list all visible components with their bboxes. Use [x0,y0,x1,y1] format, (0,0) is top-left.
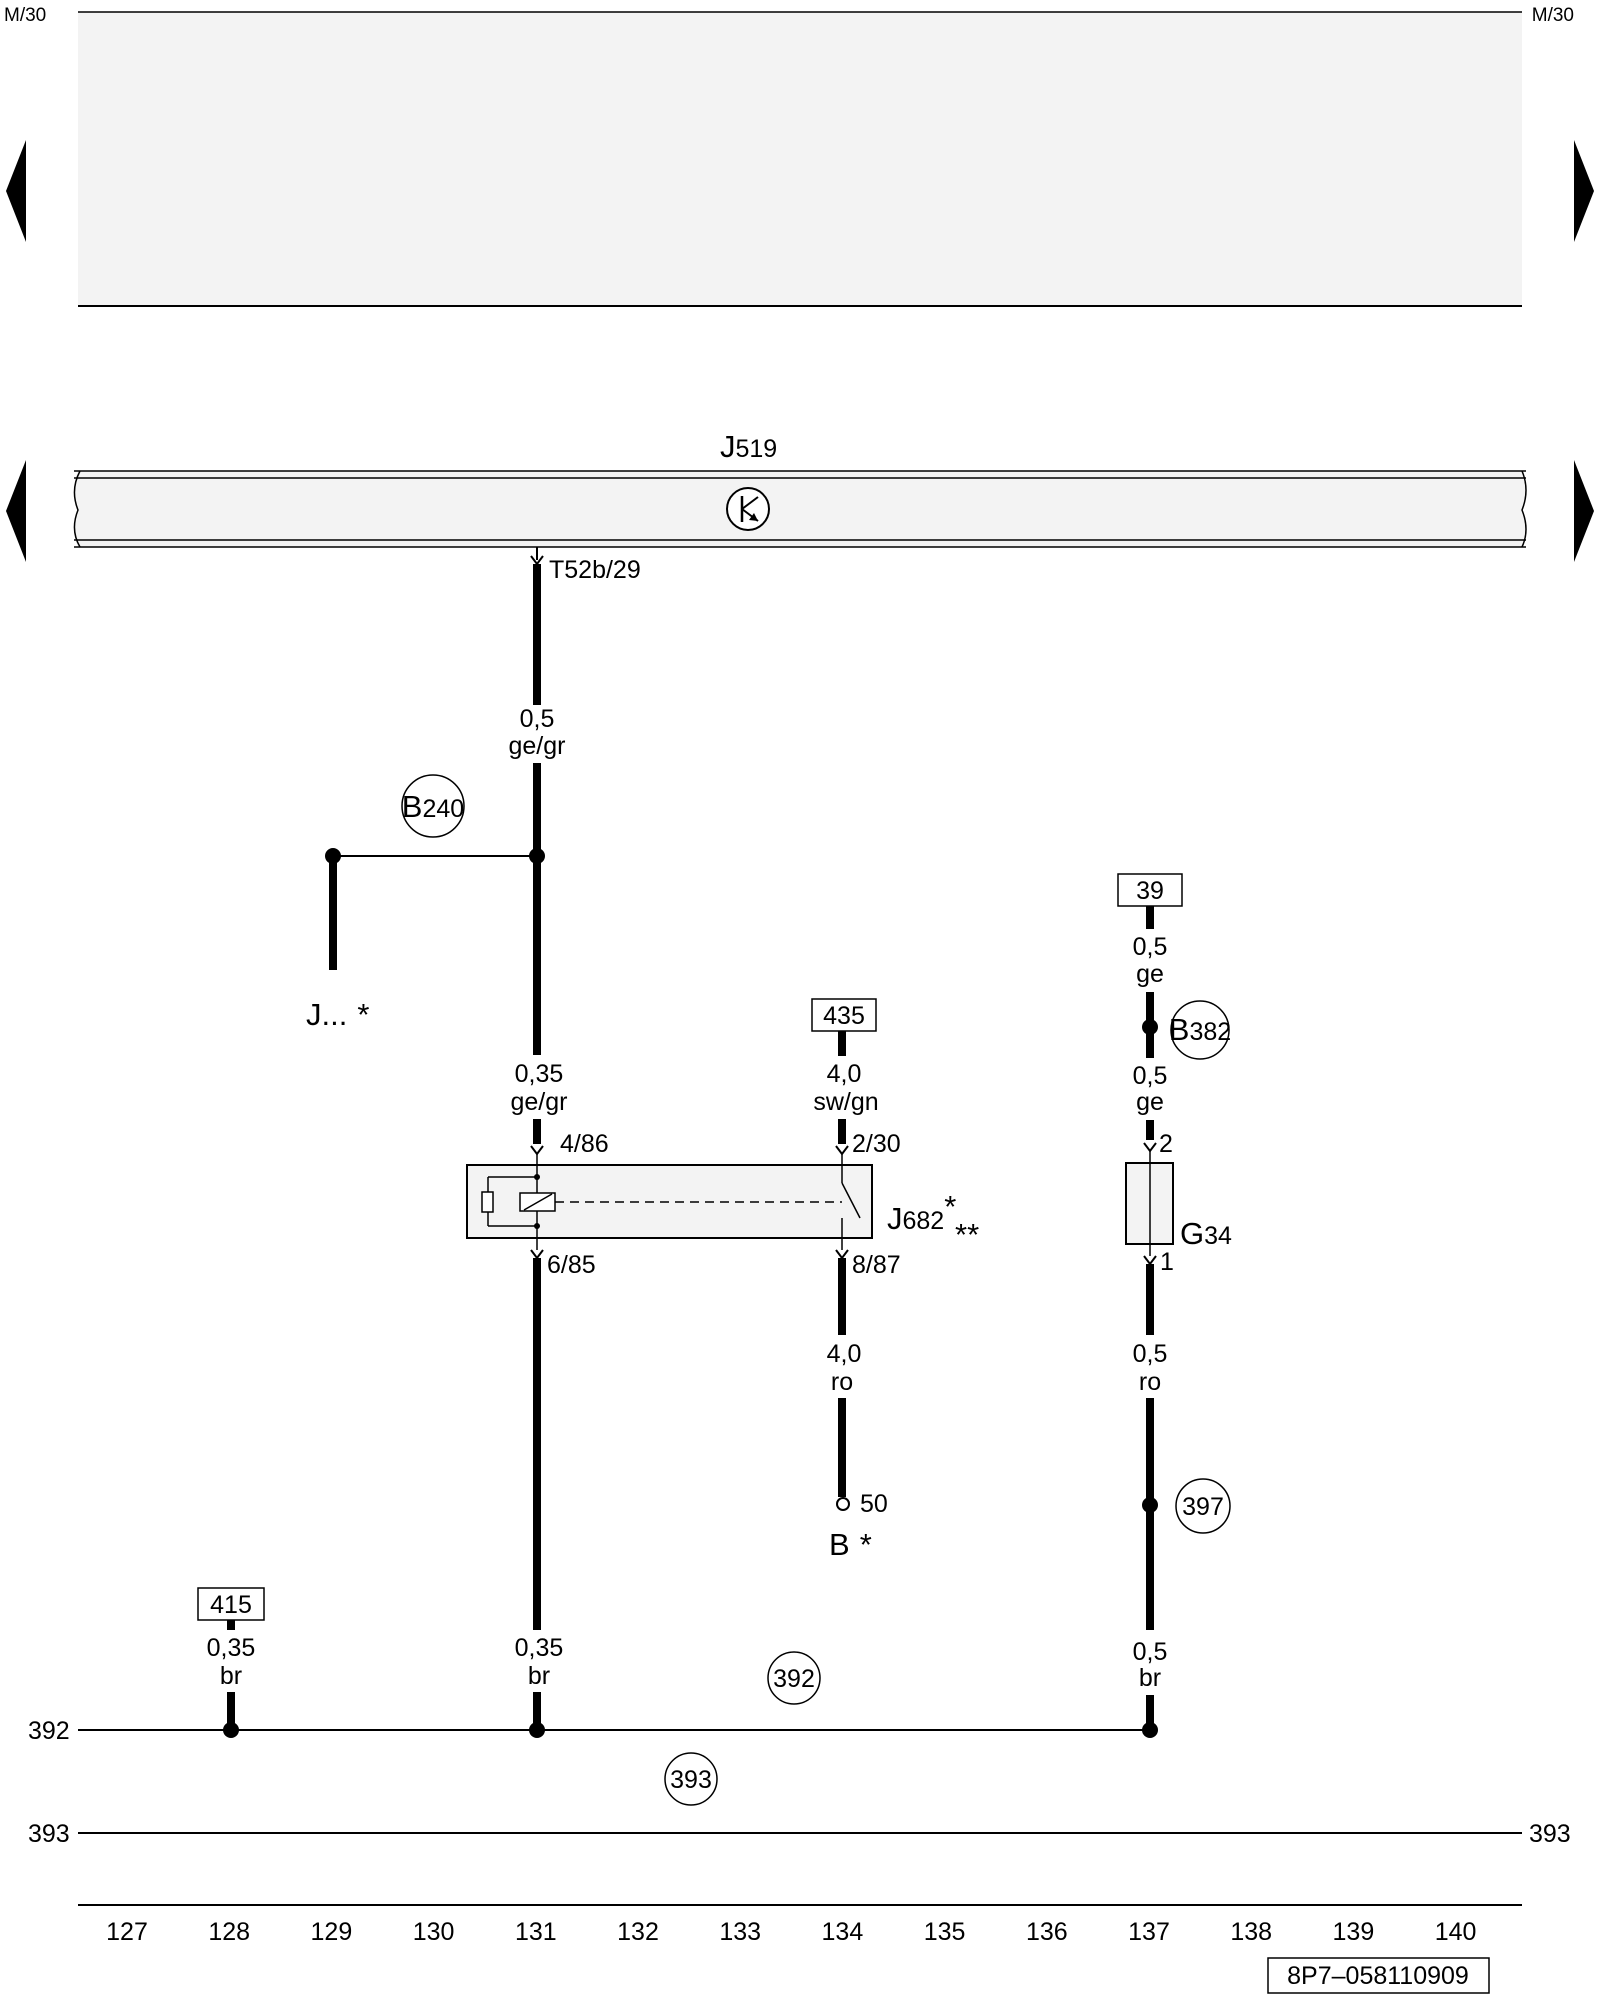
scale-number: 133 [719,1918,761,1946]
relay-j682-stars2: ** [955,1217,979,1252]
scale-number: 134 [822,1918,864,1946]
scale-number: 138 [1230,1918,1272,1946]
junction-dot [1142,1019,1158,1035]
connector-arrow-icon [1143,1255,1157,1266]
wire-size-label: 4,0 [827,1340,862,1368]
relay-pin-87-label: 8/87 [852,1251,901,1279]
sensor-g34-label: G34 [1180,1216,1232,1251]
sensor-pin-2-label: 2 [1159,1130,1173,1158]
ground-line-393-label-right: 393 [1529,1820,1571,1848]
relay-pin-85-label: 6/85 [547,1251,596,1279]
j-other-label: J...* [306,997,369,1032]
junction-dot [1142,1497,1158,1513]
connector-392-label: 392 [773,1665,815,1693]
wire-size-label: 0,5 [1133,1062,1168,1090]
connector-393-circle [664,1752,718,1806]
transistor-icon [726,487,770,531]
next-page-arrow-icon-lower[interactable] [1574,460,1594,562]
connector-arrow-icon [530,1249,544,1260]
terminal-50-icon [836,1497,850,1511]
scale-number: 127 [106,1918,148,1946]
wire-color-label: ro [831,1368,853,1396]
wire-color-label: br [528,1662,550,1690]
scale-number: 131 [515,1918,557,1946]
wire-color-label: ro [1139,1368,1161,1396]
wire-color-label: br [1139,1664,1161,1692]
resistor-icon [481,1191,494,1213]
relay-internals [481,1154,861,1250]
scale-numbers: 127 128 129 130 131 132 133 134 135 136 137 138 139 1… [106,1918,1476,1946]
previous-page-arrow-icon-lower[interactable] [6,460,26,562]
scale-number: 140 [1435,1918,1477,1946]
control-unit-label: J519 [720,429,777,464]
wire-color-label: ge/gr [509,732,566,760]
terminal-50-label: 50 [860,1490,888,1518]
corner-label-right: M/30 [1532,5,1574,26]
wire-size-label: 4,0 [827,1060,862,1088]
top-shaded-area [78,12,1522,306]
connector-arrow-icon [1143,1142,1157,1153]
reference-39-label: 39 [1136,877,1164,905]
scale-number: 136 [1026,1918,1068,1946]
control-unit-bar [74,471,1526,547]
scale-number: 137 [1128,1918,1170,1946]
wire-size-label: 0,5 [1133,1340,1168,1368]
connector-392-circle [767,1651,821,1705]
reference-box-435[interactable] [811,998,877,1032]
wire-size-label: 0,35 [515,1634,564,1662]
control-unit-right-break [1521,470,1527,548]
b-terminal-label: B* [829,1527,872,1562]
relay-pin-30-label: 2/30 [852,1130,901,1158]
connector-b240-circle [401,774,465,838]
drawing-number-box [1267,1957,1490,1994]
wire-size-label: 0,35 [515,1060,564,1088]
reference-435-label: 435 [823,1002,865,1030]
junction-dot [529,848,545,864]
wire-size-label: 0,5 [1133,1638,1168,1666]
connector-397-circle [1175,1478,1231,1534]
reference-box-39[interactable] [1117,873,1183,907]
scale-number: 128 [208,1918,250,1946]
wire-color-label: ge/gr [511,1088,568,1116]
ground-line-393-label-left: 393 [28,1820,70,1848]
connector-arrow-icon [530,1145,544,1156]
wire-color-label: br [220,1662,242,1690]
wire-size-label: 0,35 [207,1634,256,1662]
sensor-pin-1-label: 1 [1160,1248,1174,1276]
scale-number: 132 [617,1918,659,1946]
connector-393-label: 393 [670,1766,712,1794]
corner-label-left: M/30 [4,5,46,26]
connector-arrow-icon [835,1145,849,1156]
drawing-number: 8P7–058110909 [1287,1962,1469,1990]
connector-b382-circle [1170,1000,1230,1060]
wire-color-label: sw/gn [813,1088,878,1116]
scale-number: 130 [413,1918,455,1946]
relay-switch-icon [841,1182,861,1219]
wire-color-label: ge [1136,960,1164,988]
wire-color-label: ge [1136,1088,1164,1116]
connector-397-label: 397 [1182,1493,1224,1521]
connector-b240-label: B240 [402,789,464,824]
wire-size-label: 0,5 [520,705,555,733]
relay-pin-86-label: 4/86 [560,1130,609,1158]
connector-label-t52b: T52b/29 [549,556,641,584]
reference-415-label: 415 [210,1591,252,1619]
relay-j682-label: J682* [887,1189,956,1236]
scale-number: 129 [311,1918,353,1946]
scale-number: 135 [924,1918,966,1946]
connector-b382-label: B382 [1169,1012,1231,1047]
ground-line-392-label: 392 [28,1717,70,1745]
connector-arrow-icon [835,1249,849,1260]
wire-size-label: 0,5 [1133,933,1168,961]
control-unit-left-break [73,470,81,548]
next-page-arrow-icon[interactable] [1574,140,1594,242]
previous-page-arrow-icon[interactable] [6,140,26,242]
scale-number: 139 [1333,1918,1375,1946]
